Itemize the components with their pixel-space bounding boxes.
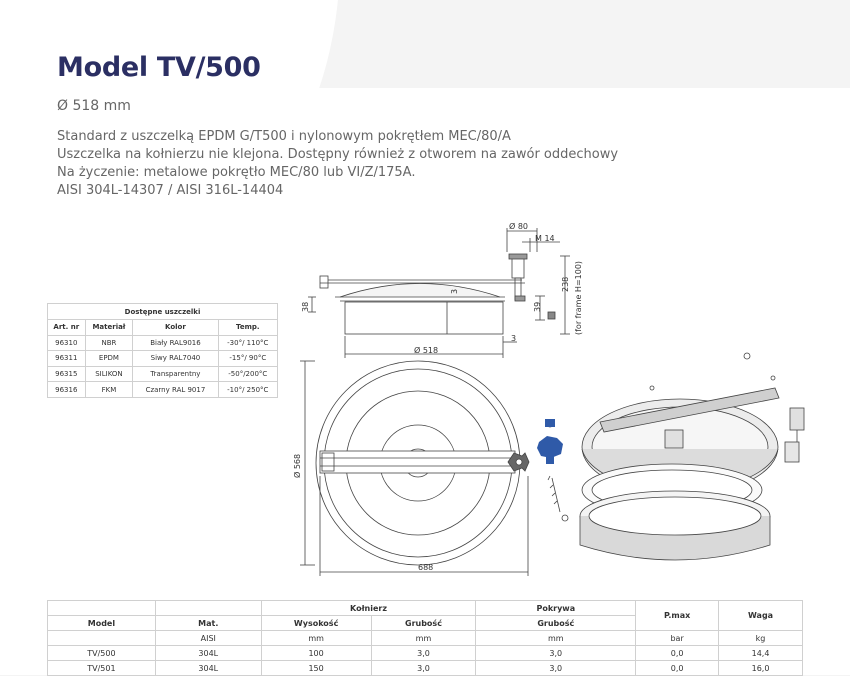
cell: 3,0 <box>475 645 637 661</box>
dim-frame-note: (for frame H=100) <box>574 260 583 335</box>
cell: 0,0 <box>635 660 720 676</box>
cell: 304L <box>154 660 262 676</box>
dim-thickness: 3 <box>450 288 459 294</box>
cell: TV/500 <box>47 645 156 661</box>
cell: 304L <box>154 645 262 661</box>
cell: 0,0 <box>635 645 720 661</box>
seals-table-caption: Dostępne uszczelki <box>47 303 278 320</box>
cell: 96311 <box>47 350 86 367</box>
cell: 96310 <box>47 334 86 352</box>
cell <box>154 600 262 616</box>
cell: Czarny RAL 9017 <box>132 381 219 398</box>
cell: 100 <box>260 645 372 661</box>
dim-height-39: 39 <box>533 301 542 312</box>
description-line: Na życzenie: metalowe pokrętło MEC/80 lu… <box>57 165 416 180</box>
dim-total-height: 238 <box>561 276 570 292</box>
cell <box>47 600 156 616</box>
cell: Transparentny <box>132 365 219 383</box>
description-line: Standard z uszczelką EPDM G/T500 i nylon… <box>57 129 511 144</box>
dim-thread: M 14 <box>535 234 555 243</box>
cell: 14,4 <box>718 645 803 661</box>
table-row: 96315 SILIKON Transparentny -50°/200°C <box>47 365 279 383</box>
model-diameter: Ø 518 mm <box>57 98 131 114</box>
table-header: Kolor <box>132 319 219 336</box>
cell: -30°/ 110°C <box>217 334 279 352</box>
table-header: Art. nr <box>47 319 86 336</box>
table-row: 96310 NBR Biały RAL9016 -30°/ 110°C <box>47 334 279 352</box>
cell: Biały RAL9016 <box>132 334 219 352</box>
cell: mm <box>370 630 477 646</box>
cell <box>47 630 156 646</box>
cell: SILIKON <box>84 365 134 383</box>
dim-knob-diameter: Ø 80 <box>509 222 529 231</box>
cell: EPDM <box>84 350 134 367</box>
header-grubosc: Grubość <box>370 615 477 631</box>
dim-top-diameter: Ø 568 <box>293 453 302 478</box>
dim-thickness: 3 <box>511 334 517 343</box>
cell: NBR <box>84 334 134 352</box>
dim-top-width: 688 <box>418 563 434 572</box>
cell: AISI <box>154 630 262 646</box>
units-row: AISI mm mm mm bar kg <box>47 630 803 646</box>
dim-side-diameter: Ø 518 <box>414 346 439 355</box>
table-header: Temp. <box>217 319 279 336</box>
table-row: 96316 FKM Czarny RAL 9017 -10°/ 250°C <box>47 381 279 398</box>
cell: Siwy RAL7040 <box>132 350 219 367</box>
cell: kg <box>718 630 803 646</box>
cell: 3,0 <box>370 645 477 661</box>
page-title: Model TV/500 <box>57 52 261 83</box>
header-model: Model <box>47 615 156 631</box>
table-row: TV/500 304L 100 3,0 3,0 0,0 14,4 <box>47 645 803 661</box>
cell: 3,0 <box>475 660 637 676</box>
cell: 150 <box>260 660 372 676</box>
cell: bar <box>635 630 720 646</box>
cell: mm <box>475 630 637 646</box>
table-header: Materiał <box>84 319 134 336</box>
seals-table: Dostępne uszczelki Art. nr Materiał Kolo… <box>47 303 279 398</box>
header-wysokosc: Wysokość <box>260 615 372 631</box>
dim-height-38: 38 <box>301 301 310 312</box>
description: Standard z uszczelką EPDM G/T500 i nylon… <box>57 128 618 200</box>
header-mat: Mat. <box>154 615 262 631</box>
cell: 96315 <box>47 365 86 383</box>
cell: -15°/ 90°C <box>217 350 279 367</box>
group-header-kolnierz: Kołnierz <box>260 600 477 616</box>
cell: -50°/200°C <box>217 365 279 383</box>
header-waga: Waga <box>718 600 803 631</box>
description-line: AISI 304L-14307 / AISI 316L-14404 <box>57 183 284 198</box>
cell: mm <box>260 630 372 646</box>
group-header-pokrywa: Pokrywa <box>475 600 637 616</box>
cell: -10°/ 250°C <box>217 381 279 398</box>
header-grubosc: Grubość <box>475 615 637 631</box>
header-pmax: P.max <box>635 600 720 631</box>
cell: FKM <box>84 381 134 398</box>
table-row: TV/501 304L 150 3,0 3,0 0,0 16,0 <box>47 660 803 676</box>
spec-table: Kołnierz Pokrywa P.max Waga Model Mat. W… <box>47 600 803 676</box>
cell: 96316 <box>47 381 86 398</box>
knob-icon <box>537 419 563 464</box>
description-line: Uszczelka na kołnierzu nie klejona. Dost… <box>57 147 619 162</box>
cell: TV/501 <box>47 660 156 676</box>
cell: 16,0 <box>718 660 803 676</box>
cell: 3,0 <box>370 660 477 676</box>
table-row: 96311 EPDM Siwy RAL7040 -15°/ 90°C <box>47 350 279 367</box>
